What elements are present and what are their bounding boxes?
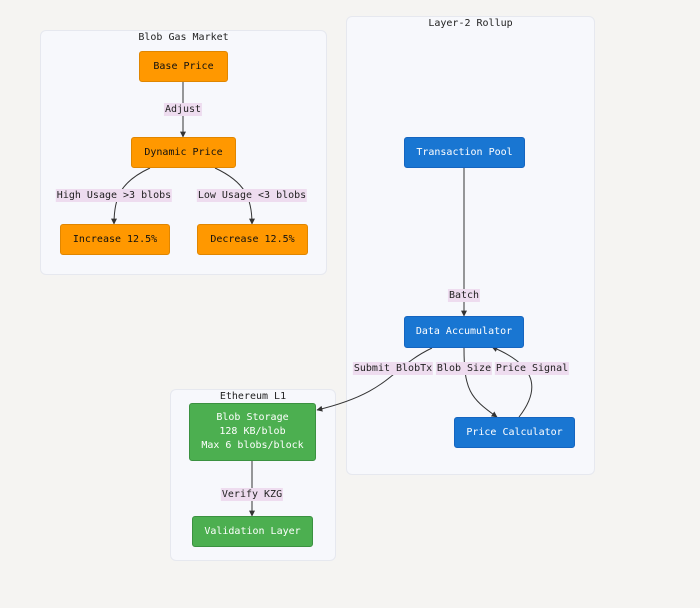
node-blob-storage[interactable]: Blob Storage 128 KB/blob Max 6 blobs/blo… (189, 403, 316, 461)
node-base-price[interactable]: Base Price (139, 51, 228, 82)
edge-label-high-usage: High Usage >3 blobs (55, 189, 173, 202)
edge-accumulator-to-blob-storage (316, 347, 433, 412)
blob-storage-line-3: Max 6 blobs/block (201, 440, 304, 451)
cluster-layer2-rollup: Layer-2 Rollup (346, 16, 595, 475)
node-decrease[interactable]: Decrease 12.5% (197, 224, 308, 255)
node-dynamic-price[interactable]: Dynamic Price (131, 137, 236, 168)
cluster-title-blob-gas-market: Blob Gas Market (138, 32, 229, 43)
cluster-title-ethereum-l1: Ethereum L1 (219, 391, 287, 402)
edge-label-blob-size: Blob Size (435, 362, 493, 375)
edge-label-submit-blobtx: Submit BlobTx (352, 362, 434, 375)
edge-label-verify-kzg: Verify KZG (220, 488, 284, 501)
edge-price-calc-to-accumulator (491, 346, 533, 418)
blob-storage-line-1: Blob Storage (216, 412, 289, 423)
edge-label-low-usage: Low Usage <3 blobs (196, 189, 308, 202)
cluster-title-layer2-rollup: Layer-2 Rollup (428, 18, 513, 29)
blob-storage-line-2: 128 KB/blob (219, 426, 286, 437)
edge-label-batch: Batch (447, 289, 481, 302)
edge-accumulator-to-price-calc (463, 347, 498, 418)
edge-label-price-signal: Price Signal (494, 362, 570, 375)
node-validation-layer[interactable]: Validation Layer (192, 516, 313, 547)
node-transaction-pool[interactable]: Transaction Pool (404, 137, 525, 168)
node-data-accumulator[interactable]: Data Accumulator (404, 316, 524, 348)
node-increase[interactable]: Increase 12.5% (60, 224, 170, 255)
node-price-calculator[interactable]: Price Calculator (454, 417, 575, 448)
edge-label-adjust: Adjust (163, 103, 203, 116)
